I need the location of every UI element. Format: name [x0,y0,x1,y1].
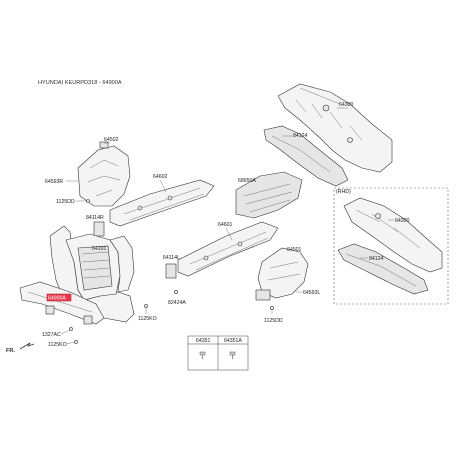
label-1125dd-b: 1125DD [264,318,283,324]
bolt-1125ko-a [144,304,148,308]
diagram-title: HYUNDAI KEURPD318 - 64900A [38,80,122,86]
leader-1327ac [60,329,71,335]
label-1125dd-a: 1125DD [56,199,75,205]
rhd-box [333,187,449,305]
label-64900a[interactable]: 64900A [48,296,66,302]
legend-fastener-1-icon [199,351,206,359]
bolt-1125dd-b [270,306,274,310]
label-64593l: 64593L [303,290,320,296]
front-indicator: FR. [6,348,15,354]
rhd-label: (RHD) [336,189,351,195]
part-64114l-bracket[interactable] [165,263,177,279]
label-64501: 64501 [287,247,302,253]
part-84124-pad[interactable] [263,125,349,187]
part-64501-apron[interactable] [255,247,309,301]
leader-64601 [225,227,233,241]
part-84124-rhd-pad[interactable] [337,243,429,295]
part-68650a-heat-shield[interactable] [235,171,303,219]
label-84124-rhd: 84124 [369,256,384,262]
label-64900a-highlight[interactable] [46,293,72,302]
legend-table [187,335,249,371]
label-1125ko-b: 1125KO [48,342,67,348]
legend-col2: 64351A [224,338,242,344]
label-64101: 64101 [92,246,107,252]
label-64502: 64502 [104,137,119,143]
leader-64602 [159,179,167,193]
legend-col1: 64351 [196,338,211,344]
front-arrow-icon [19,342,35,350]
legend-fastener-2-icon [229,351,236,359]
bolt-1327ac [69,327,73,331]
part-64502-apron[interactable] [77,141,131,207]
label-84124: 84124 [293,133,308,139]
label-1327ac: 1327AC [42,332,61,338]
part-84114r-bracket[interactable] [93,221,105,237]
part-64602-side-member[interactable] [109,179,215,227]
part-64300-rhd-dash-panel[interactable] [343,197,443,273]
part-64300-dash-panel[interactable] [277,83,393,173]
label-82424a: 82424A [168,300,186,306]
clip-82424a [174,290,178,294]
label-1125ko-a: 1125KO [138,316,157,322]
label-64593r: 64593R [45,179,63,185]
part-64601-side-member[interactable] [177,221,279,277]
label-64601: 64601 [218,222,233,228]
part-bumper-beam[interactable] [19,281,105,325]
bolt-1125dd-a [86,199,90,203]
label-64300-rhd: 64300 [395,218,410,224]
label-64114l: 64114L [163,255,180,261]
label-64602: 64602 [153,174,168,180]
label-68650a: 68650A [238,178,256,184]
label-84114r: 84114R [86,215,104,221]
bolt-1125ko-b [74,340,78,344]
label-64300: 64300 [339,102,354,108]
leader-1125ko-b [66,341,75,345]
